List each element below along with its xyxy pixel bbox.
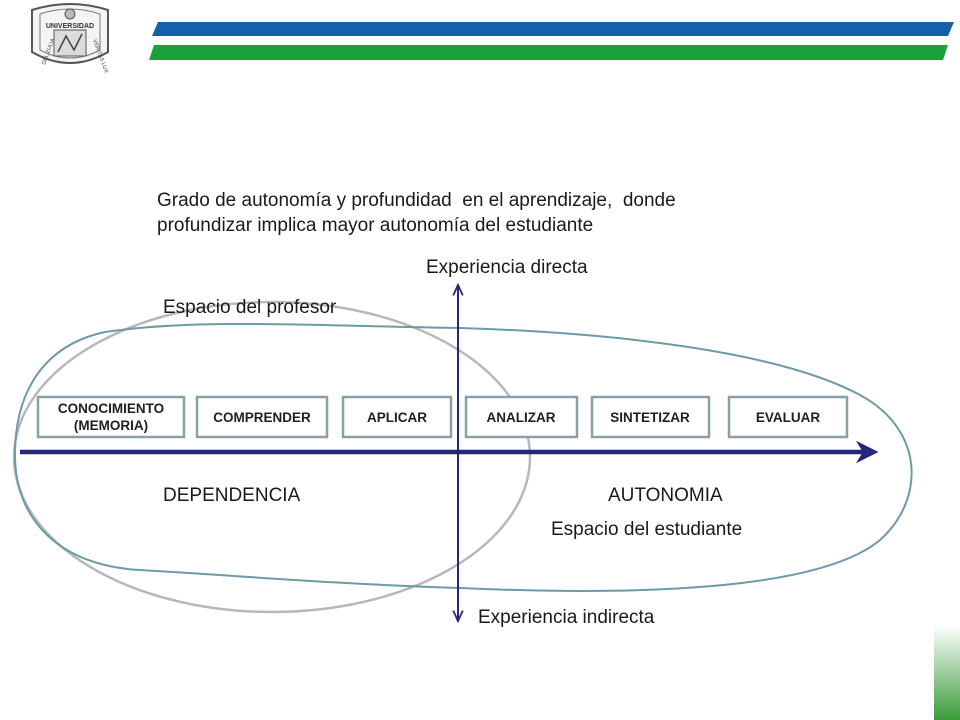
dependencia-label: DEPENDENCIA <box>163 485 301 506</box>
stage-label-line2: (MEMORIA) <box>74 418 148 433</box>
corner-accent <box>934 625 960 720</box>
header-bar-green <box>149 45 948 60</box>
logo-text-top: UNIVERSIDAD <box>46 23 94 30</box>
stage-label: EVALUAR <box>756 410 821 425</box>
profesor-space-label: Espacio del profesor <box>163 297 337 318</box>
axis-label-indirect: Experiencia indirecta <box>478 607 655 628</box>
stage-label: SINTETIZAR <box>610 410 690 425</box>
stage-label: APLICAR <box>367 410 427 425</box>
header-bar-blue <box>152 22 954 36</box>
stage-box-comprender: COMPRENDER <box>195 395 329 439</box>
estudiante-space-label: Espacio del estudiante <box>551 519 742 540</box>
university-logo: UNIVERSIDAD DEL ZULIA VERITAS LUX <box>30 3 110 74</box>
stage-label: ANALIZAR <box>487 410 556 425</box>
estudiante-space-shape <box>13 322 913 592</box>
slide-title-line-2: profundizar implica mayor autonomía del … <box>157 215 593 236</box>
stage-box-evaluar: EVALUAR <box>727 395 849 439</box>
stage-label-line1: CONOCIMIENTO <box>58 401 164 416</box>
axis-label-direct: Experiencia directa <box>426 257 588 278</box>
stage-box-aplicar: APLICAR <box>341 395 453 439</box>
stage-label: COMPRENDER <box>213 410 311 425</box>
stage-box-sintetizar: SINTETIZAR <box>590 395 711 439</box>
stage-box-analizar: ANALIZAR <box>464 395 579 439</box>
slide-title-line-1: Grado de autonomía y profundidad en el a… <box>157 190 676 211</box>
stage-box-conocimiento: CONOCIMIENTO (MEMORIA) <box>36 395 186 439</box>
autonomia-label: AUTONOMIA <box>608 485 723 506</box>
profesor-space-ellipse <box>12 300 532 614</box>
